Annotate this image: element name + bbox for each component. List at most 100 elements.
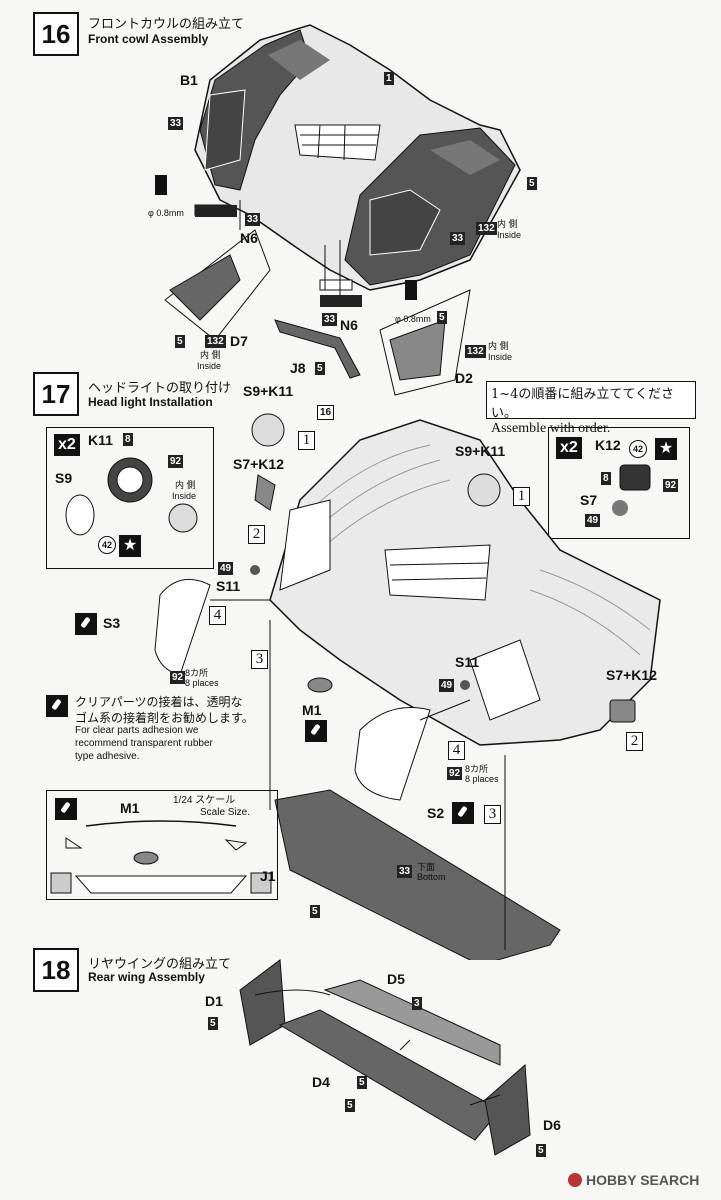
order-note-en: Assemble with order. bbox=[491, 421, 611, 436]
inside-en: Inside bbox=[197, 361, 222, 371]
front-cowl-illustration bbox=[155, 24, 521, 396]
clear-parts-note-en-2: recommend transparent rubber bbox=[75, 738, 213, 749]
part-s11: S11 bbox=[216, 578, 241, 594]
inside-en: Inside bbox=[488, 352, 513, 362]
part-number-33: 33 bbox=[168, 117, 184, 130]
part-number-3: 3 bbox=[412, 997, 422, 1010]
step-16-title-jp: フロントカウルの組み立て bbox=[88, 17, 245, 32]
part-number-5: 5 bbox=[310, 905, 320, 918]
star-icon: ★ bbox=[119, 535, 141, 557]
assembly-order-note: 1~4の順番に組み立ててください。 Assemble with order. bbox=[486, 381, 696, 436]
places-jp: 8カ所 bbox=[185, 668, 209, 678]
order-step-2: 2 bbox=[248, 525, 265, 544]
part-number-132: 132 bbox=[205, 335, 226, 348]
step-17-title-jp: ヘッドライトの取り付け bbox=[88, 381, 232, 396]
inside-jp: 内 側 bbox=[175, 480, 196, 490]
glue-icon bbox=[55, 798, 77, 820]
part-d6: D6 bbox=[543, 1117, 561, 1133]
part-number-5: 5 bbox=[345, 1099, 355, 1112]
step-17-number: 17 bbox=[33, 372, 79, 416]
quantity-x2: x2 bbox=[556, 437, 582, 459]
part-s9-k11: S9+K11 bbox=[243, 383, 294, 399]
step-18-number: 18 bbox=[33, 948, 79, 992]
clear-parts-note-en-3: type adhesive. bbox=[75, 751, 140, 762]
order-step-1: 1 bbox=[513, 487, 530, 506]
part-k12: K12 bbox=[595, 437, 621, 453]
part-j1: J1 bbox=[260, 868, 276, 884]
quantity-x2: x2 bbox=[54, 434, 80, 456]
part-s11: S11 bbox=[455, 654, 480, 670]
part-k11: K11 bbox=[88, 432, 113, 448]
part-number-5: 5 bbox=[527, 177, 537, 190]
watermark-icon bbox=[568, 1173, 582, 1187]
part-number-5: 5 bbox=[208, 1017, 218, 1030]
inside-jp: 内 側 bbox=[200, 350, 221, 360]
step-16-title-en: Front cowl Assembly bbox=[88, 32, 209, 46]
part-b1: B1 bbox=[180, 72, 198, 88]
part-s3: S3 bbox=[103, 615, 121, 631]
part-s2: S2 bbox=[427, 805, 445, 821]
scale-front-view bbox=[50, 820, 272, 894]
part-n6: N6 bbox=[340, 317, 358, 333]
scale-detail-box bbox=[46, 790, 278, 900]
part-d1: D1 bbox=[205, 993, 223, 1009]
drill-size: φ 0.8mm bbox=[395, 314, 431, 324]
part-number-8: 8 bbox=[123, 433, 133, 446]
part-number-33: 33 bbox=[245, 213, 261, 226]
color-42: 42 bbox=[98, 536, 116, 554]
part-j8: J8 bbox=[290, 360, 306, 376]
scale-en: Scale Size. bbox=[200, 807, 251, 818]
part-s9-k11: S9+K11 bbox=[455, 443, 506, 459]
glue-icon bbox=[305, 720, 327, 742]
clear-parts-note-jp-2: ゴム系の接着剤をお勧めします。 bbox=[75, 711, 254, 725]
part-number-33: 33 bbox=[450, 232, 466, 245]
part-number-132: 132 bbox=[476, 222, 497, 235]
part-number-5: 5 bbox=[315, 362, 325, 375]
part-number-5: 5 bbox=[357, 1076, 367, 1089]
part-d2: D2 bbox=[455, 370, 473, 386]
clear-parts-note-en-1: For clear parts adhesion we bbox=[75, 725, 199, 736]
part-number-8: 8 bbox=[601, 472, 611, 485]
inside-en: Inside bbox=[497, 230, 522, 240]
part-d4: D4 bbox=[312, 1074, 330, 1090]
step-18-title-jp: リヤウイングの組み立て bbox=[88, 957, 232, 972]
color-42: 42 bbox=[629, 440, 647, 458]
part-number-49: 49 bbox=[585, 514, 601, 527]
inside-jp: 内 側 bbox=[488, 341, 509, 351]
inside-en: Inside bbox=[172, 491, 197, 501]
star-icon: ★ bbox=[655, 438, 677, 460]
order-step-4: 4 bbox=[448, 741, 465, 760]
part-number-92: 92 bbox=[170, 671, 186, 684]
bottom-jp: 下面 bbox=[417, 862, 436, 872]
order-step-4: 4 bbox=[209, 606, 226, 625]
part-number-16: 16 bbox=[317, 405, 335, 420]
step-17-title-en: Head light Installation bbox=[88, 395, 213, 409]
order-step-1: 1 bbox=[298, 431, 315, 450]
glue-icon bbox=[46, 695, 68, 717]
part-d5: D5 bbox=[387, 971, 405, 987]
part-number-92: 92 bbox=[663, 479, 679, 492]
part-number-5: 5 bbox=[437, 311, 447, 324]
detail-box-right bbox=[548, 427, 690, 539]
part-number-49: 49 bbox=[218, 562, 234, 575]
part-number-5: 5 bbox=[175, 335, 185, 348]
places-en: 8 places bbox=[465, 774, 499, 784]
bottom-en: Bottom bbox=[417, 872, 446, 882]
rear-wing-illustration bbox=[239, 959, 531, 1156]
part-s7-k12: S7+K12 bbox=[233, 456, 284, 472]
clear-parts-note-jp-1: クリアパーツの接着は、透明な bbox=[75, 695, 243, 709]
places-en: 8 places bbox=[185, 678, 219, 688]
order-note-jp: 1~4の順番に組み立ててください。 bbox=[491, 387, 675, 421]
part-number-92: 92 bbox=[447, 767, 463, 780]
part-number-33: 33 bbox=[322, 313, 338, 326]
watermark-text: HOBBY SEARCH bbox=[586, 1172, 700, 1188]
part-number-92: 92 bbox=[168, 455, 184, 468]
glue-icon bbox=[75, 613, 97, 635]
part-s9: S9 bbox=[55, 470, 73, 486]
step-18-title-en: Rear wing Assembly bbox=[88, 970, 205, 984]
inside-jp: 内 側 bbox=[497, 219, 518, 229]
order-step-2: 2 bbox=[626, 732, 643, 751]
part-number-5: 5 bbox=[536, 1144, 546, 1157]
order-step-3: 3 bbox=[484, 805, 501, 824]
part-m1: M1 bbox=[120, 800, 140, 816]
